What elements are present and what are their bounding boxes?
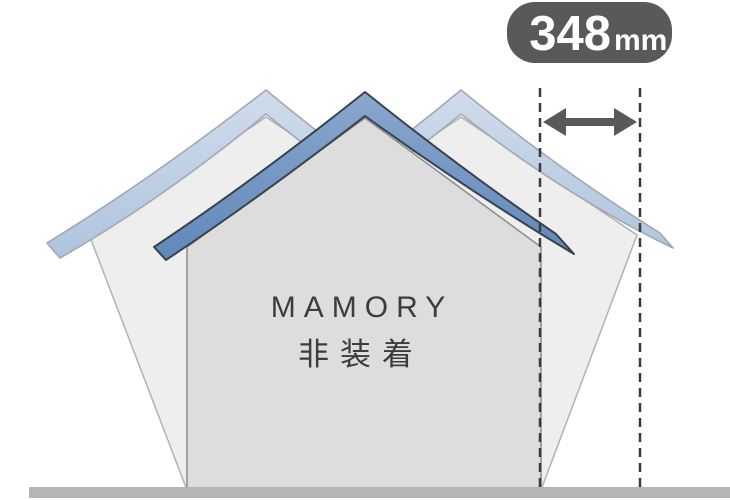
roof-beam-front	[153, 91, 575, 261]
badge-unit: mm	[614, 24, 667, 57]
measurement-badge	[507, 2, 672, 63]
double-arrow-icon	[543, 108, 637, 136]
badge-value: 348	[529, 7, 611, 61]
house-label-line2: 非装着	[298, 337, 424, 372]
ground-line	[29, 487, 730, 498]
house-label-line1: MAMORY	[271, 291, 453, 324]
